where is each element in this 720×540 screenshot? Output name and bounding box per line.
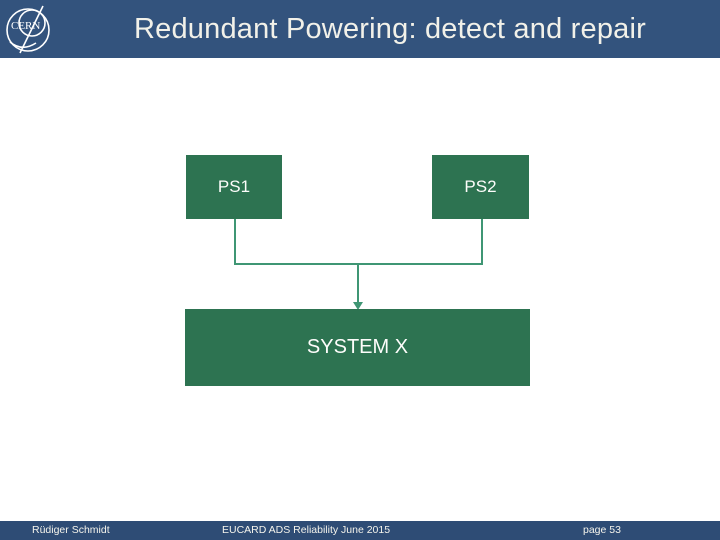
- box-label-ps1: PS1: [217, 177, 251, 196]
- diagram-box-system-x: SYSTEM X: [185, 309, 530, 386]
- footer-conference: EUCARD ADS Reliability June 2015: [222, 524, 391, 536]
- diagram-box-ps1: PS1: [186, 155, 282, 219]
- footer-bar: Rüdiger Schmidt EUCARD ADS Reliability J…: [0, 521, 720, 540]
- footer-author: Rüdiger Schmidt: [32, 524, 110, 536]
- box-label-system-x: SYSTEM X: [306, 336, 409, 358]
- diagram-box-ps2: PS2: [432, 155, 529, 219]
- cern-logo-text: CERN: [11, 20, 40, 32]
- slide-title: Redundant Powering: detect and repair: [133, 12, 646, 45]
- footer-page-number: page 53: [583, 524, 621, 536]
- cern-logo-icon: CERN: [6, 5, 50, 54]
- title-bar: CERN Redundant Powering: detect and repa…: [0, 0, 720, 58]
- box-label-ps2: PS2: [464, 177, 497, 196]
